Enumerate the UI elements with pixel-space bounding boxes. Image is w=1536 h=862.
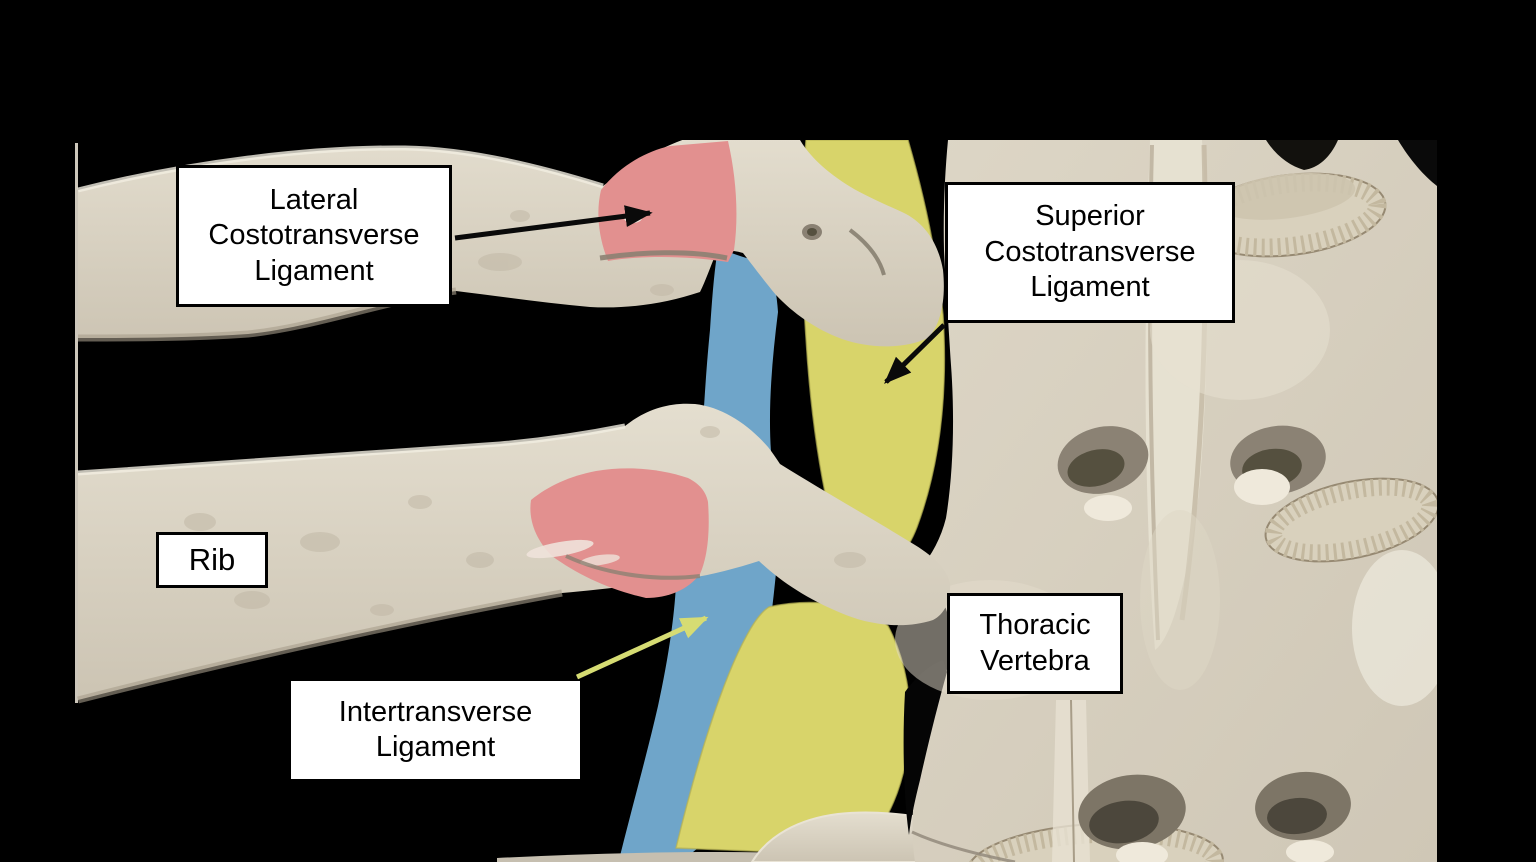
pink-lower-streak-2 [580,554,620,566]
arrow-superior-costotransverse [884,323,946,384]
lower-rib-underside-shadow [77,589,563,704]
vertebra-highlight-2 [1352,550,1437,706]
arrow-lateral-costotransverse [454,205,653,241]
lower-rib-texture [184,426,866,616]
tubercle-pore-inner [807,228,817,236]
vertebra-shadow-gap [903,660,947,835]
pink-patch-under-shadow [599,250,728,261]
label-rib: Rib [156,532,268,588]
pink-lower-under-shadow [565,554,701,580]
lower-rib-bone [78,403,951,700]
label-intertransverse-text: Intertransverse Ligament [338,695,533,763]
arrow-intertransverse [575,615,709,680]
label-thoracic-vertebra-text: Thoracic Vertebra [979,609,1091,677]
tubercle-facet-seam [848,228,886,276]
label-superior-costotransverse-ligament: Superior Costotransverse Ligament [945,182,1235,323]
lower-spinous-seam [1070,699,1075,862]
label-superior-costotransverse-text: Superior Costotransverse Ligament [984,200,1196,304]
vertebra-top-right-notch [1398,140,1437,186]
upper-rib-top-highlight [77,145,604,193]
disc-ring-right [1264,477,1437,563]
facet-knobs [1084,469,1334,862]
label-lateral-costotransverse-ligament: Lateral Costotransverse Ligament [176,165,452,307]
vertebra-bottom-crease [911,830,1016,862]
label-intertransverse-ligament: Intertransverse Ligament [291,681,580,779]
facet-depressions [1057,425,1351,850]
lateral-costotransverse-ligament-patch-upper [598,141,737,262]
pink-lower-streak-1 [526,539,594,559]
label-rib-text: Rib [188,542,236,578]
lower-rib-top-highlight [77,423,626,476]
label-lateral-costotransverse-text: Lateral Costotransverse Ligament [208,183,420,287]
lateral-costotransverse-ligament-patch-lower [530,468,709,598]
illustration-left-edge [75,143,78,703]
disc-ring-upper [1193,172,1387,258]
vertebra-highlight-4 [1140,510,1220,690]
vertebra-top-notch [1266,140,1338,170]
label-thoracic-vertebra: Thoracic Vertebra [947,593,1123,694]
